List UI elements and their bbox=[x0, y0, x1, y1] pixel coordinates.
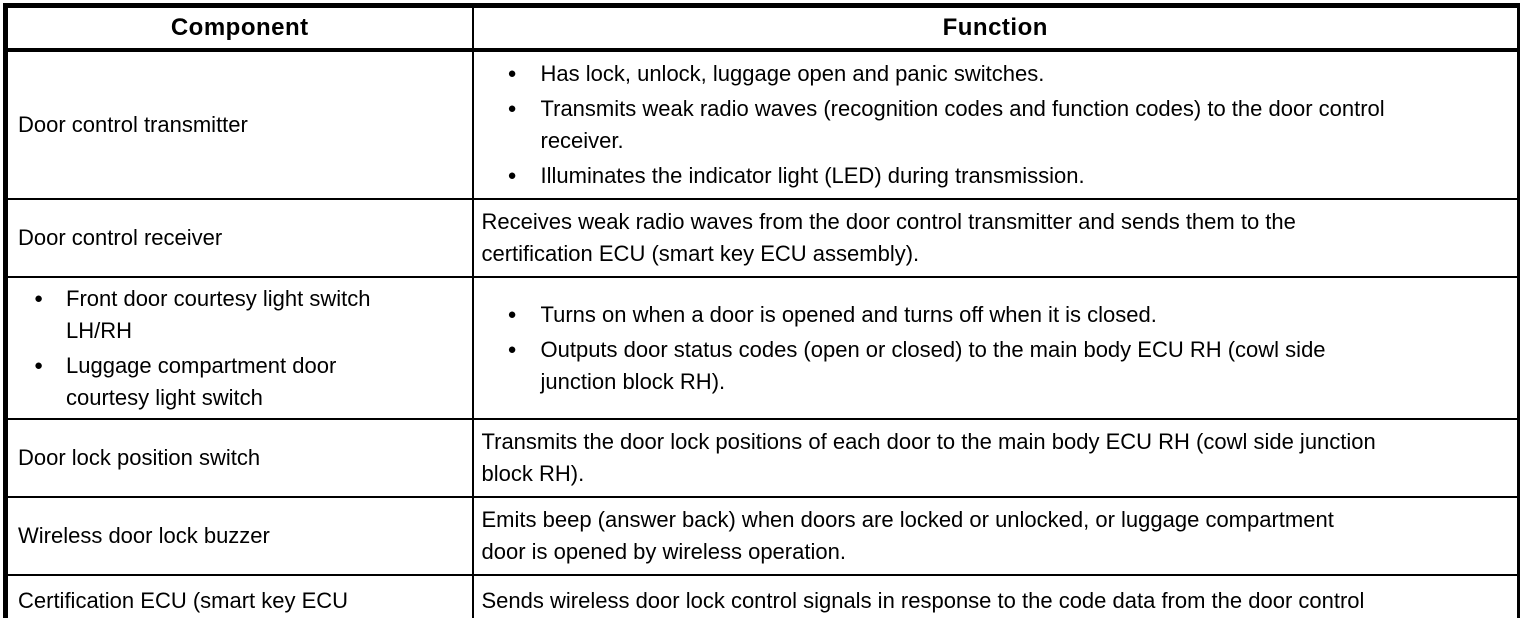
function-cell: Emits beep (answer back) when doors are … bbox=[471, 496, 1520, 576]
component-cell: Door control transmitter bbox=[4, 49, 474, 200]
function-cell: ● Turns on when a door is opened and tur… bbox=[471, 276, 1520, 420]
component-text: Door control transmitter bbox=[18, 112, 248, 137]
function-cell: Sends wireless door lock control signals… bbox=[471, 574, 1520, 618]
list-item: ● Transmits weak radio waves (recognitio… bbox=[508, 93, 1512, 157]
component-cell: Certification ECU (smart key ECU assembl… bbox=[4, 574, 474, 618]
bullet-text: Turns on when a door is opened and turns… bbox=[540, 301, 1157, 327]
component-cell: ● Front door courtesy light switch LH/RH… bbox=[4, 276, 474, 420]
function-cell: Receives weak radio waves from the door … bbox=[471, 198, 1520, 278]
table-row: Wireless door lock buzzer Emits beep (an… bbox=[4, 496, 1520, 576]
table-row: Door control transmitter ● Has lock, unl… bbox=[4, 49, 1520, 200]
component-text: Wireless door lock buzzer bbox=[18, 523, 270, 548]
component-cell: Door control receiver bbox=[4, 198, 474, 278]
bullet-icon: ● bbox=[34, 289, 44, 307]
header-cell-function: Function bbox=[471, 4, 1520, 52]
function-text: Sends wireless door lock control signals… bbox=[481, 588, 1365, 613]
function-bullet-list: ● Turns on when a door is opened and tur… bbox=[482, 299, 1512, 398]
list-item: ● Luggage compartment door courtesy ligh… bbox=[34, 350, 464, 414]
component-cell: Door lock position switch bbox=[4, 418, 474, 498]
list-item: ● Illuminates the indicator light (LED) … bbox=[508, 160, 1512, 192]
header-cell-component: Component bbox=[4, 4, 474, 52]
function-text: Emits beep (answer back) when doors are … bbox=[481, 507, 1334, 564]
bullet-text: Has lock, unlock, luggage open and panic… bbox=[540, 61, 1045, 86]
function-cell: ● Has lock, unlock, luggage open and pan… bbox=[471, 49, 1520, 200]
component-text: Door lock position switch bbox=[18, 445, 261, 470]
function-text: Receives weak radio waves from the door … bbox=[481, 209, 1296, 266]
table-row: Door lock position switch Transmits the … bbox=[4, 418, 1520, 498]
bullet-text: Transmits weak radio waves (recognition … bbox=[540, 96, 1385, 153]
list-item: ● Front door courtesy light switch LH/RH bbox=[34, 283, 464, 347]
component-text: Door control receiver bbox=[18, 225, 223, 250]
bullet-icon: ● bbox=[507, 100, 517, 117]
bullet-text: Front door courtesy light switch LH/RH bbox=[66, 285, 371, 343]
bullet-icon: ● bbox=[507, 305, 517, 323]
table-row: ● Front door courtesy light switch LH/RH… bbox=[4, 276, 1520, 420]
component-cell: Wireless door lock buzzer bbox=[4, 496, 474, 576]
list-item: ● Has lock, unlock, luggage open and pan… bbox=[508, 58, 1512, 90]
function-cell: Transmits the door lock positions of eac… bbox=[471, 418, 1520, 498]
bullet-text: Illuminates the indicator light (LED) du… bbox=[540, 163, 1085, 188]
bullet-icon: ● bbox=[507, 65, 517, 82]
components-function-table: Component Function Door control transmit… bbox=[3, 3, 1520, 618]
table-row: Door control receiver Receives weak radi… bbox=[4, 198, 1520, 278]
list-item: ● Turns on when a door is opened and tur… bbox=[508, 299, 1512, 331]
function-bullet-list: ● Has lock, unlock, luggage open and pan… bbox=[482, 58, 1512, 192]
bullet-icon: ● bbox=[507, 167, 517, 184]
bullet-icon: ● bbox=[507, 340, 517, 358]
header-row: Component Function bbox=[4, 4, 1520, 52]
component-bullet-list: ● Front door courtesy light switch LH/RH… bbox=[18, 283, 464, 414]
table-row: Certification ECU (smart key ECU assembl… bbox=[4, 574, 1520, 618]
bullet-text: Luggage compartment door courtesy light … bbox=[66, 352, 337, 410]
list-item: ● Outputs door status codes (open or clo… bbox=[508, 334, 1512, 398]
bullet-text: Outputs door status codes (open or close… bbox=[540, 336, 1326, 394]
bullet-icon: ● bbox=[34, 356, 44, 374]
component-text: Certification ECU (smart key ECU assembl… bbox=[18, 588, 349, 613]
function-text: Transmits the door lock positions of eac… bbox=[481, 429, 1376, 486]
table-header: Component Function bbox=[4, 4, 1520, 52]
